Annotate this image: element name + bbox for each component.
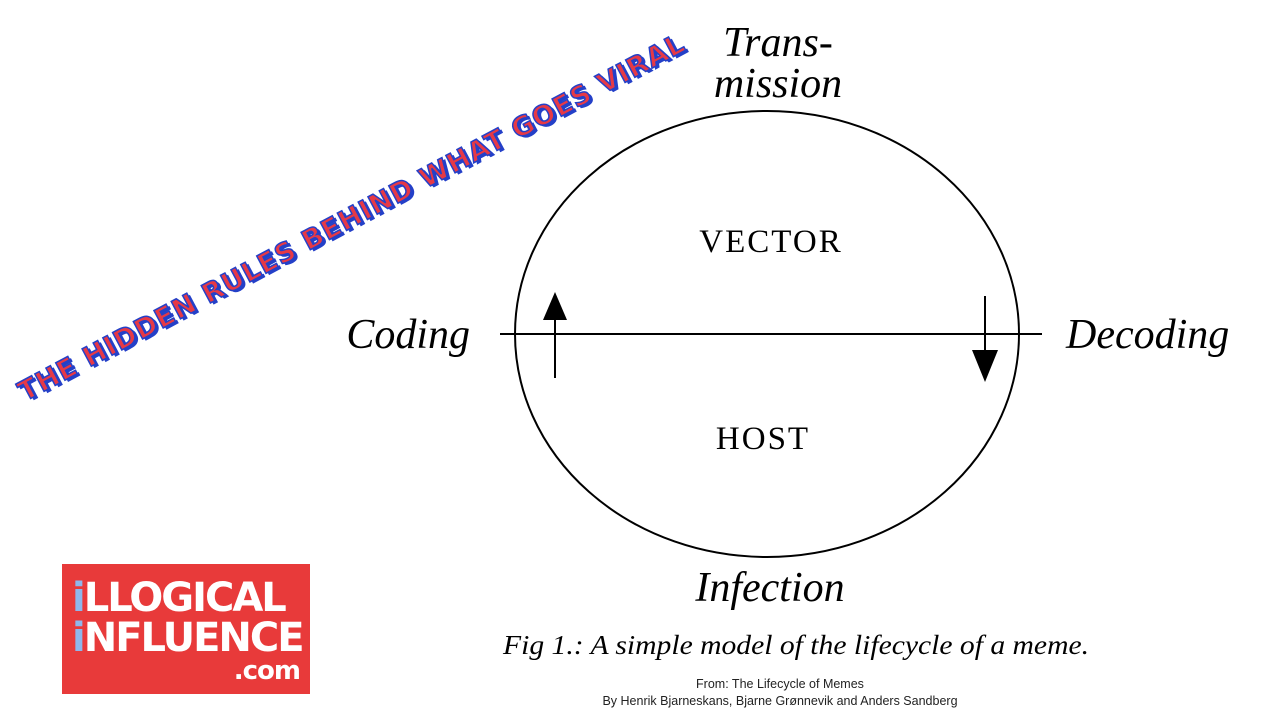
logo-word-1: LLOGICAL — [83, 575, 287, 621]
label-vector: VECTOR — [699, 224, 842, 260]
source-title: From: The Lifecycle of Memes — [696, 677, 864, 691]
label-transmission-1: Trans- — [723, 20, 833, 66]
up-arrow-icon — [543, 292, 567, 320]
source-credit: From: The Lifecycle of Memes By Henrik B… — [580, 676, 980, 710]
figure-caption: Fig 1.: A simple model of the lifecycle … — [502, 630, 1089, 660]
logo-line-2: iNFLUENCE — [72, 618, 310, 658]
label-host: HOST — [716, 421, 810, 457]
label-coding: Coding — [346, 312, 470, 358]
logo-i-2: i — [72, 615, 86, 661]
label-transmission-2: mission — [714, 61, 842, 107]
illogical-influence-logo: iLLOGICAL iNFLUENCE .com — [62, 564, 310, 694]
label-infection: Infection — [694, 565, 844, 611]
logo-word-2: NFLUENCE — [83, 615, 305, 661]
down-arrow-icon — [972, 350, 998, 382]
source-authors: By Henrik Bjarneskans, Bjarne Grønnevik … — [602, 694, 958, 708]
logo-line-1: iLLOGICAL — [72, 578, 310, 618]
logo-i-1: i — [72, 575, 86, 621]
logo-dotcom: .com — [233, 656, 301, 686]
label-decoding: Decoding — [1065, 312, 1229, 358]
